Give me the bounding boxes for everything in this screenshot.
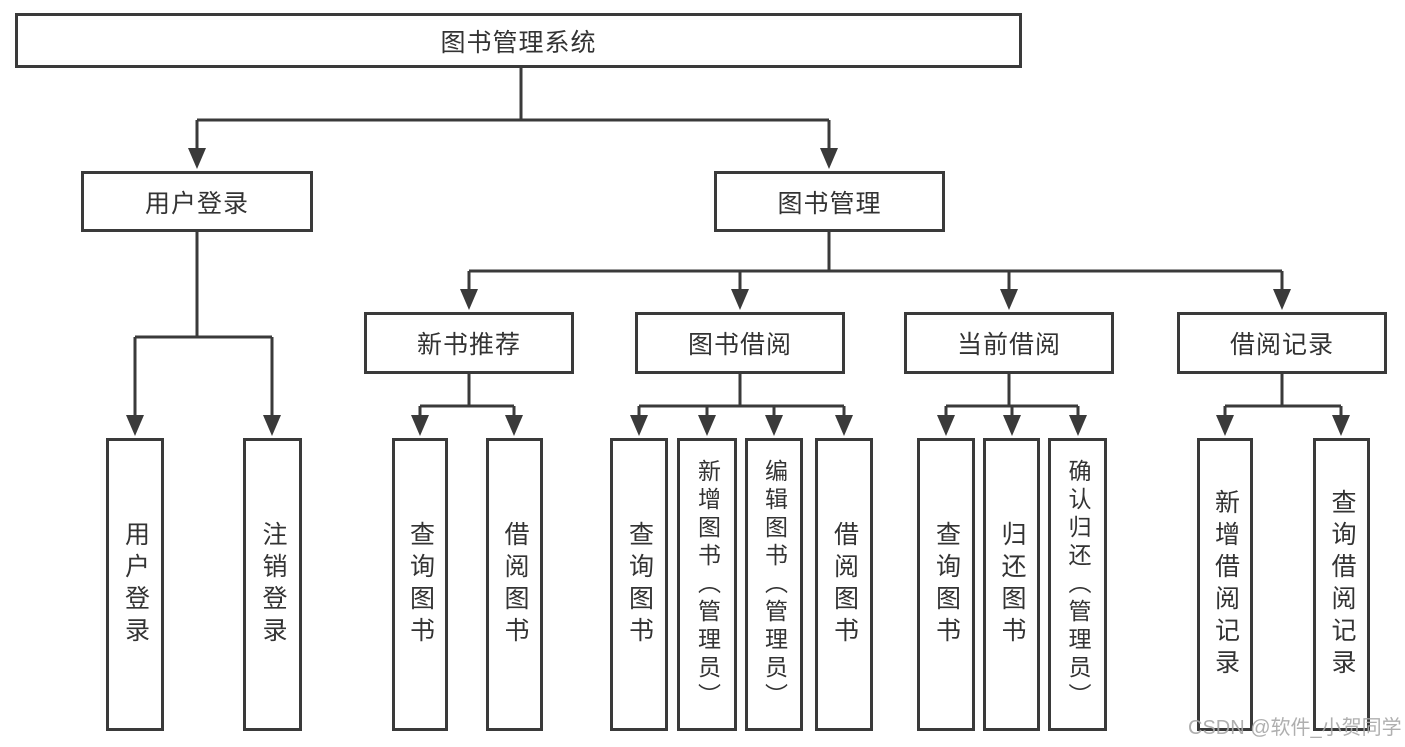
leaf-borrow-add-books-admin: 新增图书（管理员） (677, 438, 737, 731)
leaf-borrow-borrow-books: 借阅图书 (815, 438, 873, 731)
leaf-logout: 注销登录 (243, 438, 302, 731)
leaf-borrow-edit-books-admin: 编辑图书（管理员） (745, 438, 803, 731)
leaf-recommend-borrow-books: 借阅图书 (486, 438, 543, 731)
tree-edges (133, 68, 1343, 419)
node-current-borrow: 当前借阅 (904, 312, 1114, 374)
node-new-book-recommend: 新书推荐 (364, 312, 574, 374)
leaf-recommend-query-books: 查询图书 (392, 438, 448, 731)
node-user-login: 用户登录 (81, 171, 313, 232)
leaf-current-confirm-return-admin: 确认归还（管理员） (1048, 438, 1107, 731)
leaf-current-query-books: 查询图书 (917, 438, 975, 731)
leaf-user-login: 用户登录 (106, 438, 164, 731)
leaf-records-query-record: 查询借阅记录 (1313, 438, 1370, 731)
node-book-borrow: 图书借阅 (635, 312, 845, 374)
leaf-records-add-record: 新增借阅记录 (1197, 438, 1253, 731)
csdn-watermark: CSDN @软件_小贺同学 (1188, 717, 1402, 739)
leaf-current-return-books: 归还图书 (983, 438, 1040, 731)
arrowheads (126, 148, 1350, 436)
node-library-management-system: 图书管理系统 (15, 13, 1022, 68)
node-borrow-records: 借阅记录 (1177, 312, 1387, 374)
node-book-management: 图书管理 (714, 171, 945, 232)
leaf-borrow-query-books: 查询图书 (610, 438, 668, 731)
